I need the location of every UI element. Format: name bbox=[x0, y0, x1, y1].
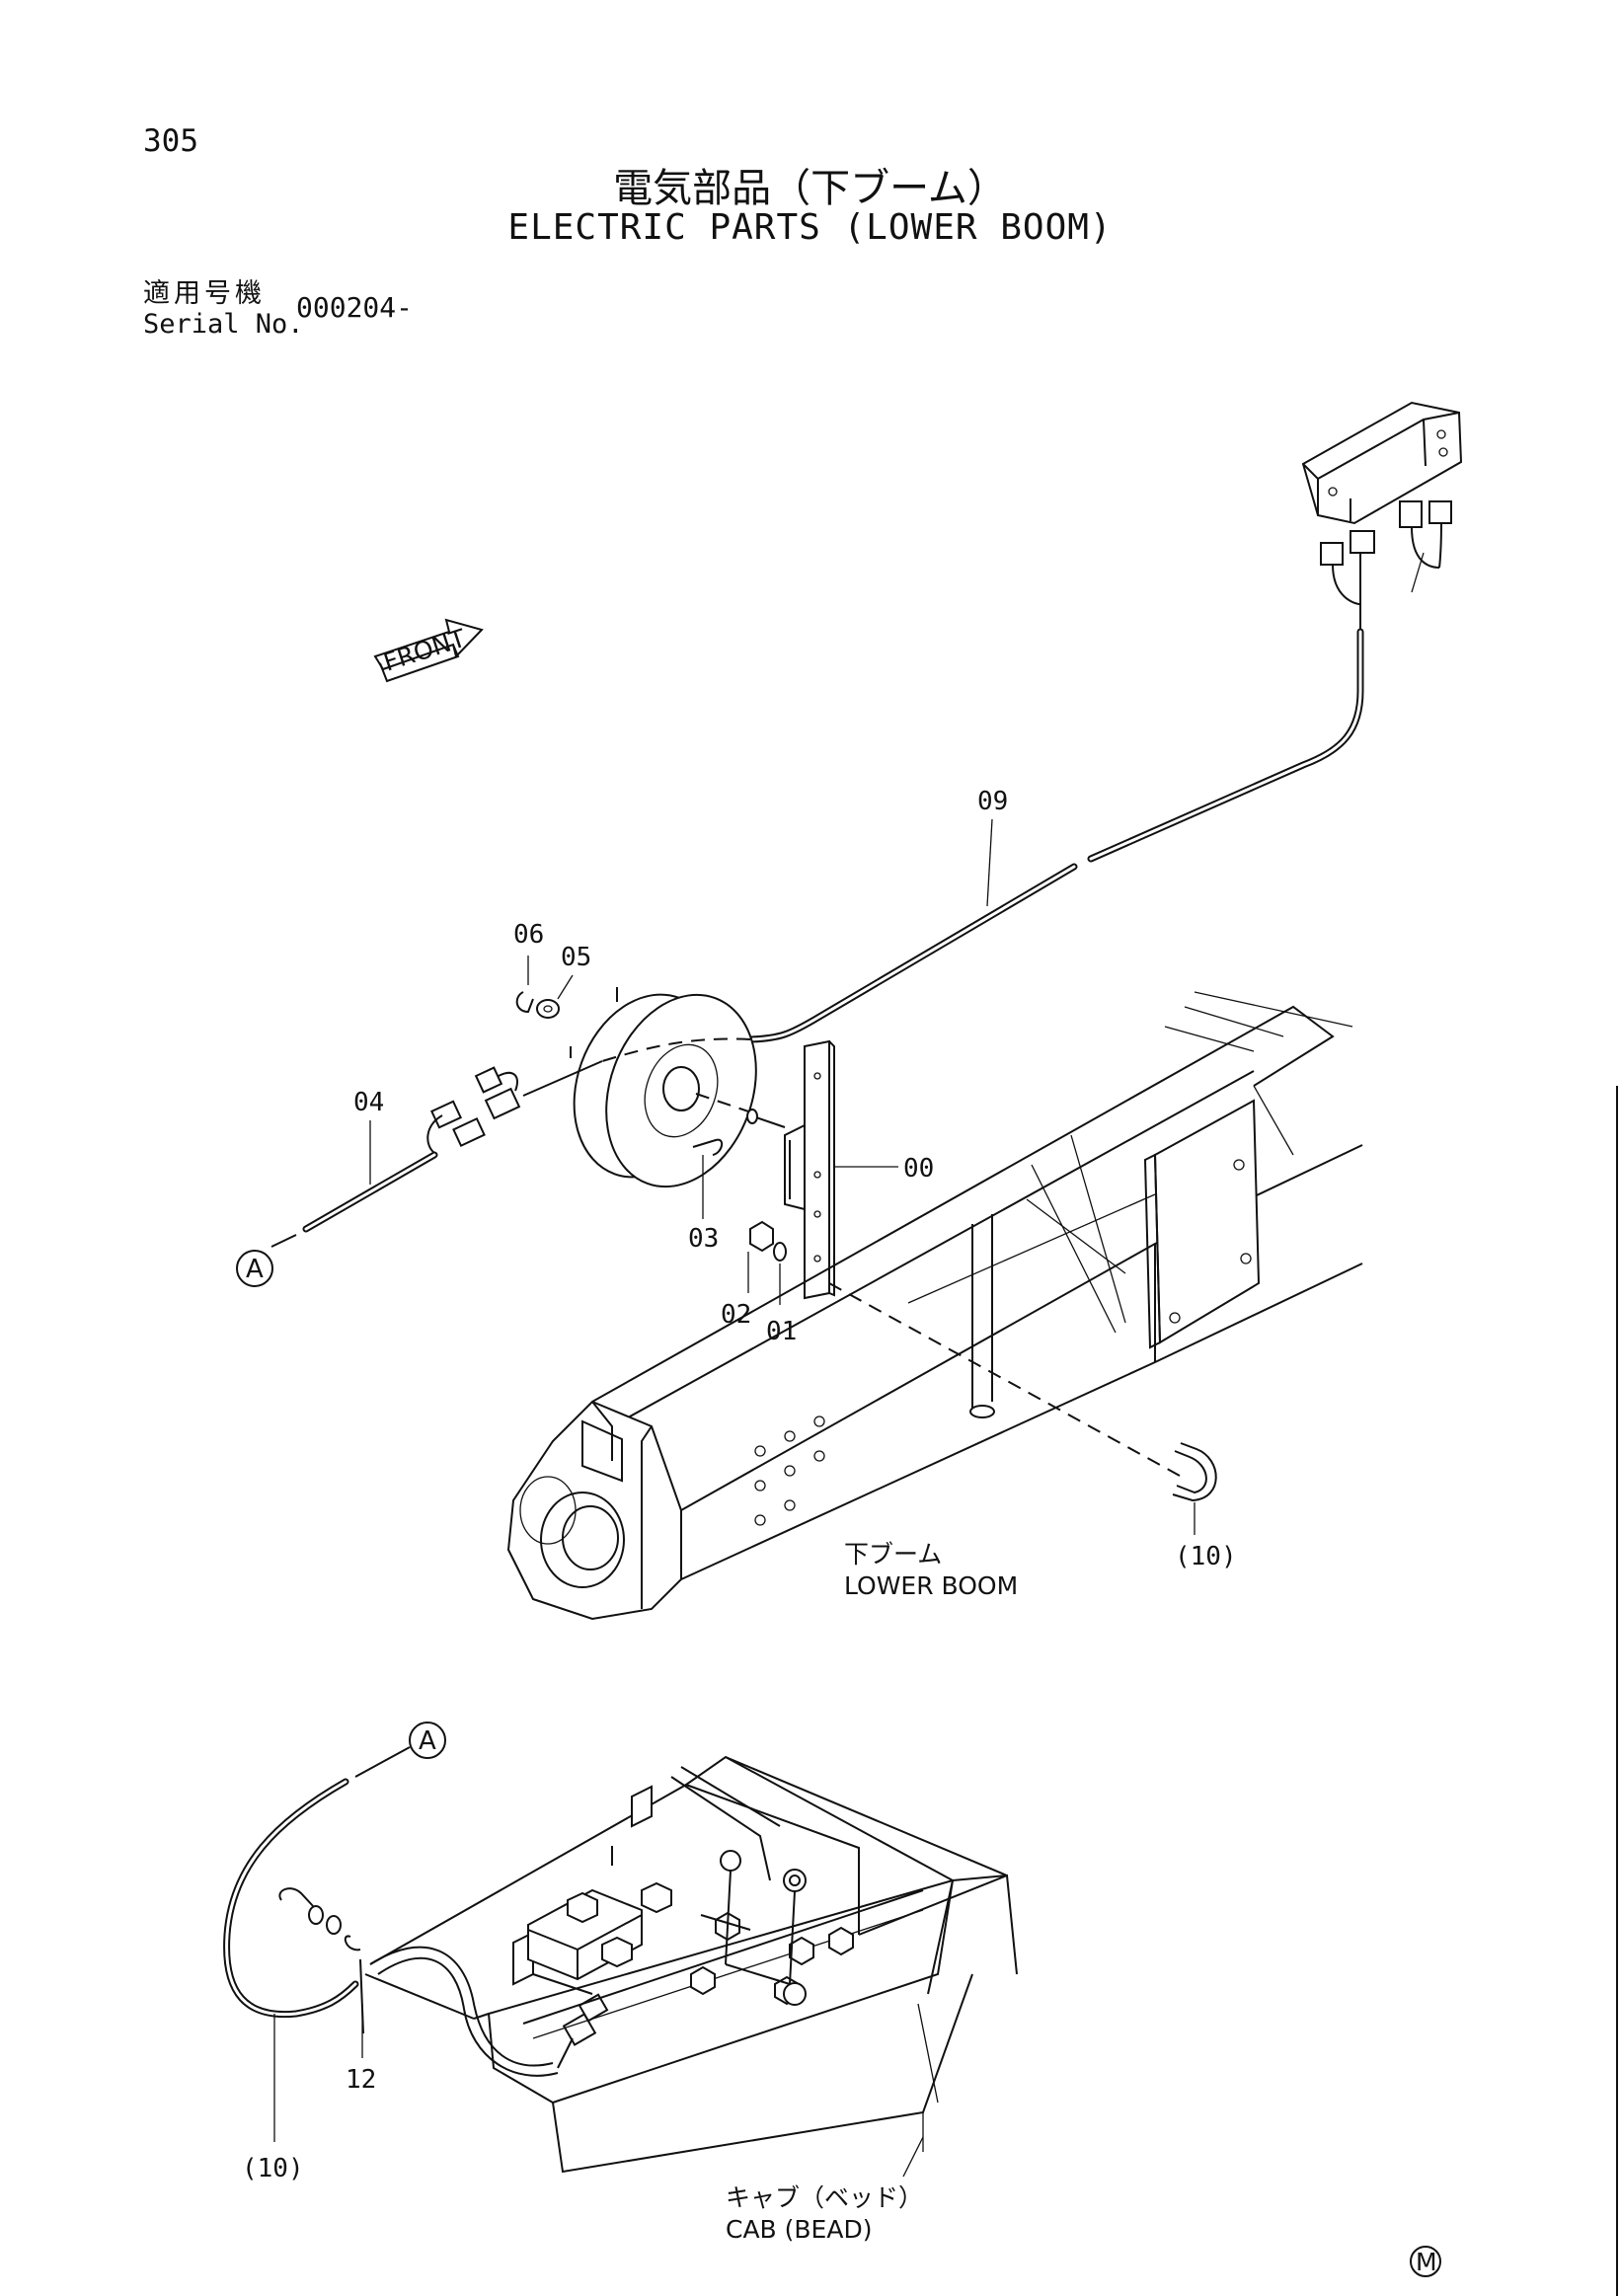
clip-06 bbox=[515, 991, 534, 1014]
nut-03 bbox=[749, 1220, 774, 1253]
svg-text:A: A bbox=[419, 1726, 436, 1756]
caption-lower-boom-jp: 下ブーム bbox=[844, 1540, 942, 1569]
washer-02 bbox=[773, 1242, 787, 1262]
leader-cab bbox=[902, 2136, 924, 2178]
part-label-06: 06 bbox=[513, 920, 544, 950]
part-label-12: 12 bbox=[346, 2065, 376, 2095]
leader-09 bbox=[986, 818, 993, 907]
caption-cab-jp: キャブ（ベッド） bbox=[726, 2183, 923, 2212]
ubolt-01 bbox=[1172, 1442, 1217, 1502]
lower-boom bbox=[506, 991, 1363, 1621]
cable-09 bbox=[746, 628, 1364, 1043]
leader-05 bbox=[557, 974, 574, 1000]
callout-a-top: A bbox=[236, 1250, 273, 1287]
bracket-00 bbox=[784, 1039, 835, 1300]
corner-mark: M bbox=[1410, 2246, 1441, 2277]
junction-box bbox=[1301, 401, 1463, 525]
washer-05 bbox=[536, 999, 560, 1019]
caption-lower-boom-en: LOWER BOOM bbox=[844, 1571, 1018, 1600]
ubolt-dashed-line bbox=[828, 1282, 1181, 1477]
pin-04 bbox=[692, 1138, 724, 1156]
title-english: ELECTRIC PARTS (LOWER BOOM) bbox=[507, 207, 1113, 248]
front-arrow: FRONT bbox=[373, 618, 484, 683]
shaft-pin bbox=[746, 1109, 786, 1128]
part-label-00: 00 bbox=[903, 1154, 934, 1184]
cable-reel bbox=[570, 987, 757, 1188]
serial-number-value: 000204- bbox=[296, 291, 414, 324]
box-connectors bbox=[1320, 500, 1452, 632]
part-label-09: 09 bbox=[977, 787, 1008, 816]
svg-text:M: M bbox=[1416, 2248, 1437, 2276]
title-japanese: 電気部品（下ブーム） bbox=[613, 166, 1007, 211]
callout-a-bottom: A bbox=[409, 1722, 446, 1759]
part-label-01: (10) bbox=[1175, 1542, 1237, 1571]
serial-label-english: Serial No. bbox=[143, 309, 304, 340]
page-number: 305 bbox=[143, 123, 198, 159]
cable-10-lower bbox=[223, 1746, 609, 2077]
caption-cab-en: CAB (BEAD) bbox=[726, 2215, 872, 2244]
part-label-10: 04 bbox=[353, 1088, 384, 1117]
cab-frame bbox=[364, 1755, 1018, 2174]
clamp-12 bbox=[278, 1887, 364, 2034]
svg-text:A: A bbox=[246, 1255, 264, 1284]
serial-label-japanese: 適用号機 bbox=[143, 278, 266, 309]
part-label-05: 05 bbox=[561, 943, 591, 972]
part-label-10-bracketed: (10) bbox=[242, 2154, 304, 2183]
part-label-04: 03 bbox=[688, 1224, 719, 1254]
cable-10-upper bbox=[270, 1060, 603, 1248]
